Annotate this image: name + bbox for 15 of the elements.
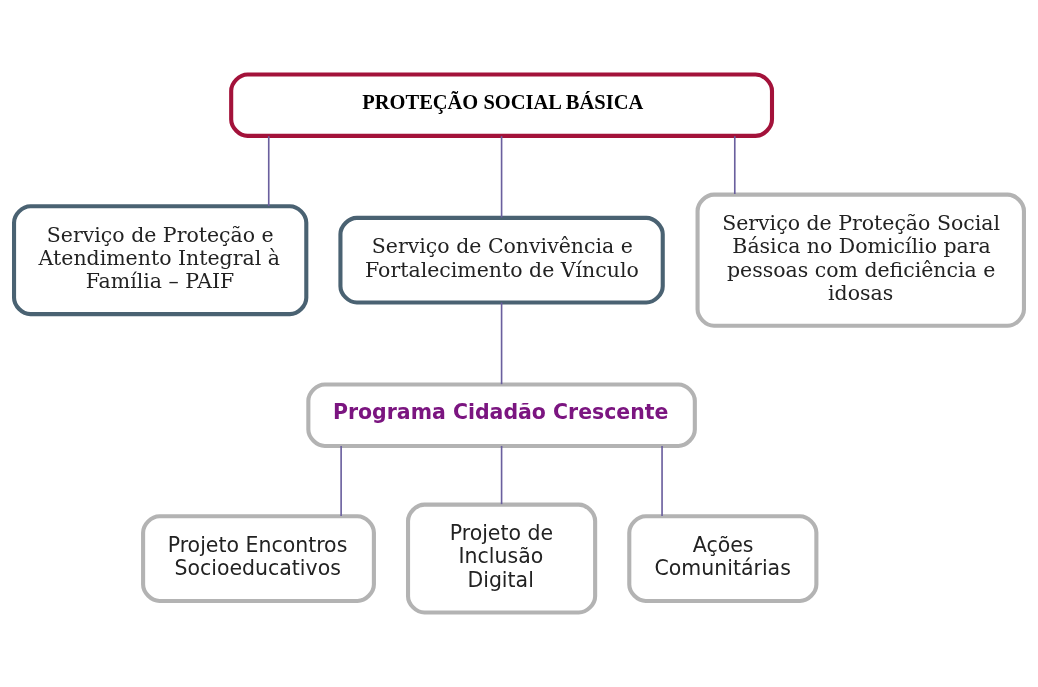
node-box: Serviço de Convivência e Fortalecimento de Vínculo bbox=[338, 215, 665, 305]
node-box: Projeto Encontros Socioeducativos bbox=[141, 514, 376, 603]
connector bbox=[500, 301, 503, 385]
node-box: Serviço de Proteção Social Básica no Domicílio para pessoas com deficiência e idosas bbox=[695, 192, 1026, 328]
node-box: Serviço de Proteção e Atendimento Integral à Família – PAIF bbox=[12, 204, 309, 317]
connector bbox=[733, 135, 736, 195]
node-box: Projeto de Inclusão Digital bbox=[406, 502, 598, 615]
connector bbox=[500, 445, 503, 505]
connector bbox=[267, 135, 270, 207]
connector bbox=[340, 445, 342, 517]
node-box: Ações Comunitárias bbox=[627, 514, 819, 603]
node-box: PROTEÇÃO SOCIAL BÁSICA bbox=[229, 72, 775, 138]
node-box: Programa Cidadão Crescente bbox=[306, 382, 697, 448]
connector bbox=[661, 445, 663, 517]
connector bbox=[500, 135, 503, 219]
